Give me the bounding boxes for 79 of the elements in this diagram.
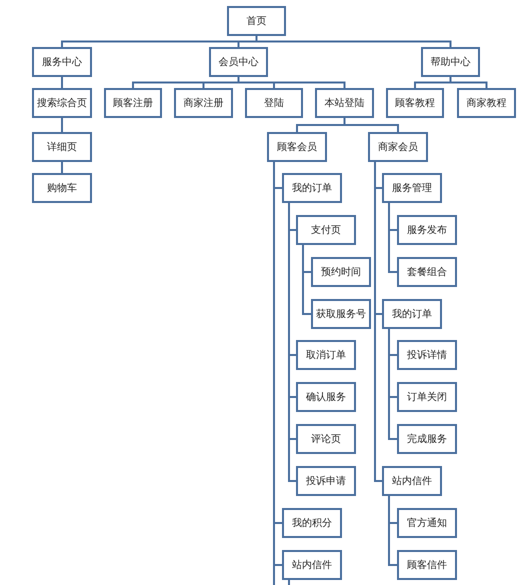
- connector-line: [302, 245, 311, 315]
- page-label: 服务发布: [407, 224, 447, 237]
- page-box: [32, 88, 92, 118]
- page-box: [397, 257, 457, 287]
- page-label: 预约时间: [321, 266, 361, 279]
- page-label: 官方通知: [407, 516, 447, 530]
- page-label: 套餐组合: [407, 266, 447, 279]
- page-box: [397, 550, 457, 580]
- page-box: [104, 88, 162, 118]
- page-label: 我的订单: [292, 182, 332, 195]
- connector-line: [61, 162, 63, 173]
- connector-line: [388, 496, 397, 566]
- page-box: [315, 88, 374, 118]
- page-label: 商家注册: [184, 96, 224, 110]
- page-label: 顾客会员: [277, 140, 317, 154]
- page-box: [368, 132, 428, 162]
- page-box: [386, 88, 444, 118]
- page-box: [382, 466, 442, 496]
- page-label: 投诉申请: [306, 474, 346, 488]
- page-label: 站内信件: [392, 474, 432, 488]
- page-box: [397, 340, 457, 370]
- page-box: [296, 382, 356, 412]
- page-box: [174, 88, 233, 118]
- page-label: 支付页: [311, 224, 341, 237]
- page-label: 商家教程: [466, 96, 506, 110]
- page-label: 我的订单: [392, 308, 432, 321]
- page-label: 购物车: [47, 182, 77, 195]
- page-box: [209, 47, 268, 77]
- connector-line: [288, 203, 296, 482]
- page-box: [227, 6, 286, 36]
- page-box: [282, 508, 342, 538]
- page-box: [421, 47, 480, 77]
- page-label: 搜索综合页: [37, 96, 87, 110]
- page-label: 确认服务: [306, 391, 346, 404]
- page-box: [32, 173, 92, 203]
- page-box: [282, 550, 342, 580]
- page-box: [296, 466, 356, 496]
- page-label: 获取服务号: [316, 308, 366, 321]
- page-label: 评论页: [311, 433, 341, 446]
- page-box: [397, 215, 457, 245]
- page-box: [457, 88, 516, 118]
- page-label: 详细页: [47, 140, 77, 154]
- connector-line: [388, 203, 397, 273]
- page-box: [32, 47, 92, 77]
- page-box: [267, 132, 327, 162]
- page-label: 帮助中心: [430, 56, 470, 69]
- page-box: [245, 88, 303, 118]
- page-label: 取消订单: [306, 348, 346, 362]
- page-label: 完成服务: [407, 432, 447, 446]
- page-box: [296, 340, 356, 370]
- page-label: 顾客教程: [395, 96, 435, 110]
- page-box: [282, 173, 342, 203]
- page-box: [397, 508, 457, 538]
- page-label: 服务管理: [392, 182, 432, 195]
- page-label: 服务中心: [42, 56, 82, 69]
- page-box: [382, 173, 442, 203]
- connector-line: [61, 118, 63, 132]
- page-label: 顾客信件: [407, 558, 447, 572]
- connector-line: [374, 162, 382, 482]
- page-label: 我的积分: [292, 516, 332, 530]
- page-label: 商家会员: [378, 140, 418, 154]
- page-label: 登陆: [264, 96, 284, 110]
- connector-line: [344, 118, 399, 132]
- page-box: [296, 215, 356, 245]
- page-box: [397, 382, 457, 412]
- page-label: 会员中心: [218, 56, 258, 69]
- page-box: [382, 299, 442, 329]
- page-label: 订单关闭: [407, 390, 447, 404]
- page-label: 首页: [246, 15, 266, 28]
- page-label: 本站登陆: [324, 96, 364, 110]
- page-box: [311, 257, 371, 287]
- page-label: 顾客注册: [113, 96, 153, 110]
- page-box: [296, 424, 356, 454]
- connector-line: [61, 77, 63, 88]
- page-box: [311, 299, 371, 329]
- page-box: [397, 424, 457, 454]
- page-label: 站内信件: [292, 558, 332, 572]
- page-box: [32, 132, 92, 162]
- page-label: 投诉详情: [407, 348, 447, 362]
